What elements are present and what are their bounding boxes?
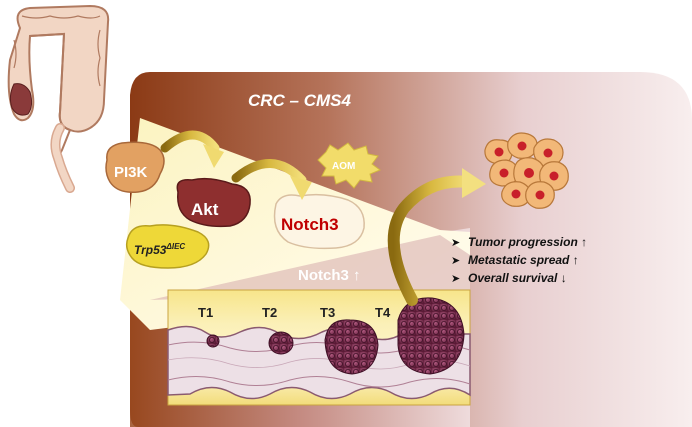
akt-label: Akt [191,200,219,219]
tumor-t3 [324,319,379,375]
tumor-t1 [206,334,220,348]
outcomes-list: ➤ Tumor progression ↑ ➤ Metastatic sprea… [451,235,587,285]
colon-icon [7,4,110,193]
stage-label-t3: T3 [320,305,335,320]
notch3-label: Notch3 [281,215,339,234]
tumor-t2 [268,331,294,355]
trp53-label: Trp53ΔIEC [134,242,185,257]
outcome-item: Overall survival ↓ [468,271,567,285]
metastatic-cells-icon [484,132,569,209]
pi3k-protein [105,141,165,194]
arrow-akt-to-notch3 [231,159,307,185]
outcome-bullet-icon: ➤ [451,273,460,285]
stage-label-t1: T1 [198,305,213,320]
aom-starburst [317,142,382,189]
trp53-protein [125,224,210,269]
aom-label: AOM [332,161,355,172]
tumor-t4 [397,297,465,375]
signaling-arrows [160,130,486,306]
akt-protein [176,177,251,228]
outcome-bullet-icon: ➤ [451,255,460,267]
outcome-item: Metastatic spread ↑ [468,253,579,267]
arrow-pi3k-to-akt [160,130,220,153]
stage-label-t2: T2 [262,305,277,320]
stage-label-t4: T4 [375,305,391,320]
pi3k-label: PI3K [114,164,148,181]
notch3-up-label: Notch3 ↑ [298,267,361,284]
arrow-tumor-to-cells [387,175,474,306]
outcome-item: Tumor progression ↑ [468,235,587,249]
title: CRC – CMS4 [248,91,352,110]
outcome-bullet-icon: ➤ [451,237,460,249]
